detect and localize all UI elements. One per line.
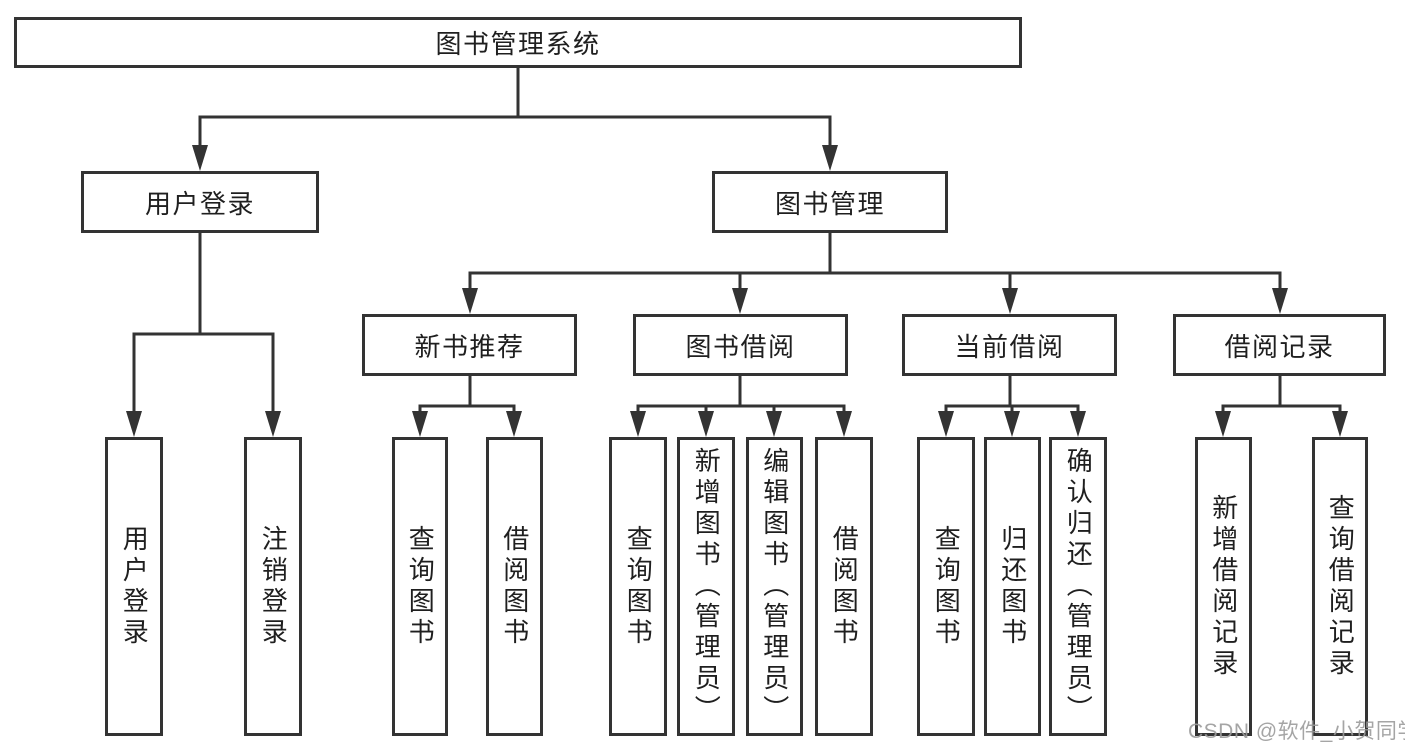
node-user-login: 用户登录 xyxy=(81,171,319,233)
node-root: 图书管理系统 xyxy=(14,17,1022,68)
csdn-watermark: CSDN @软件_小贺同学 xyxy=(1188,720,1405,743)
node-new-book-recommend-label: 新书推荐 xyxy=(414,331,525,362)
node-book-management-label: 图书管理 xyxy=(774,188,885,219)
leaf-borrow-borrow-book: 借阅图书 xyxy=(815,437,873,736)
leaf-records-add-record-label: 新增借阅记录 xyxy=(1208,493,1239,680)
leaf-newbook-query-book: 查询图书 xyxy=(392,437,448,736)
leaf-borrow-add-book-admin: 新增图书（管理员） xyxy=(677,437,735,736)
leaf-current-return-book: 归还图书 xyxy=(984,437,1041,736)
node-book-borrow: 图书借阅 xyxy=(633,314,848,376)
leaf-logout-label: 注销登录 xyxy=(258,524,289,649)
node-current-borrow-label: 当前借阅 xyxy=(954,331,1065,362)
arrowheads xyxy=(126,145,1348,437)
leaf-borrow-edit-book-admin: 编辑图书（管理员） xyxy=(746,437,803,736)
node-new-book-recommend: 新书推荐 xyxy=(362,314,577,376)
leaf-records-query-record: 查询借阅记录 xyxy=(1312,437,1368,736)
leaf-newbook-borrow-book: 借阅图书 xyxy=(486,437,543,736)
leaf-current-query-book-label: 查询图书 xyxy=(931,524,962,649)
node-borrow-records: 借阅记录 xyxy=(1173,314,1386,376)
leaf-newbook-query-book-label: 查询图书 xyxy=(405,524,436,649)
connector-segments xyxy=(132,68,1342,413)
node-current-borrow: 当前借阅 xyxy=(902,314,1117,376)
leaf-borrow-borrow-book-label: 借阅图书 xyxy=(829,524,860,649)
node-borrow-records-label: 借阅记录 xyxy=(1224,331,1335,362)
leaf-borrow-edit-book-admin-label: 编辑图书（管理员） xyxy=(759,447,790,726)
node-root-label: 图书管理系统 xyxy=(435,29,601,59)
leaf-logout: 注销登录 xyxy=(244,437,302,736)
leaf-current-query-book: 查询图书 xyxy=(917,437,975,736)
leaf-borrow-query-book-label: 查询图书 xyxy=(623,524,654,649)
leaf-current-confirm-return-admin-label: 确认归还（管理员） xyxy=(1063,447,1094,726)
leaf-current-return-book-label: 归还图书 xyxy=(997,524,1028,649)
leaf-borrow-add-book-admin-label: 新增图书（管理员） xyxy=(691,447,722,726)
leaf-current-confirm-return-admin: 确认归还（管理员） xyxy=(1049,437,1107,736)
leaf-user-login: 用户登录 xyxy=(105,437,163,736)
node-user-login-label: 用户登录 xyxy=(144,188,255,219)
node-book-management: 图书管理 xyxy=(712,171,948,233)
leaf-borrow-query-book: 查询图书 xyxy=(609,437,667,736)
leaf-records-add-record: 新增借阅记录 xyxy=(1195,437,1252,736)
leaf-records-query-record-label: 查询借阅记录 xyxy=(1325,493,1356,680)
leaf-newbook-borrow-book-label: 借阅图书 xyxy=(499,524,530,649)
node-book-borrow-label: 图书借阅 xyxy=(685,331,796,362)
leaf-user-login-label: 用户登录 xyxy=(119,524,150,649)
